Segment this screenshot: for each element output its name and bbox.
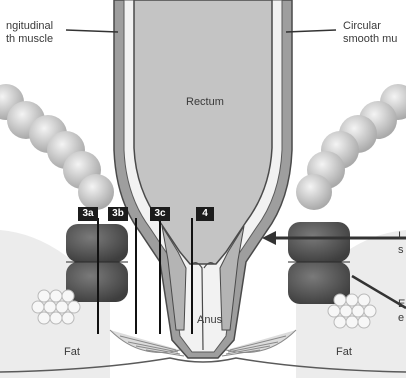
longitudinal-muscle-label-line1: ngitudinal (6, 20, 53, 32)
fat-label-left: Fat (64, 346, 80, 358)
anus-label: Anus (197, 314, 222, 326)
right-edge-label-bottom-2: e (398, 312, 404, 324)
grade-tag-3a: 3a (78, 207, 98, 221)
circular-muscle-label-line2: smooth mu (343, 33, 397, 45)
right-fat-pad (328, 294, 376, 328)
right-edge-label-bottom-1: E (398, 298, 405, 310)
rectum-label: Rectum (186, 96, 224, 108)
grade-tag-4: 4 (196, 207, 214, 221)
right-external-sphincter (288, 222, 350, 304)
circular-muscle-label-line1: Circular (343, 20, 381, 32)
fat-label-right: Fat (336, 346, 352, 358)
grade-tag-3c: 3c (150, 207, 170, 221)
longitudinal-muscle-label-line2: th muscle (6, 33, 53, 45)
left-fat-pad (32, 290, 80, 324)
right-edge-label-top-1: I (398, 230, 401, 242)
right-edge-label-top-2: s (398, 244, 404, 256)
grade-tag-3b: 3b (108, 207, 128, 221)
